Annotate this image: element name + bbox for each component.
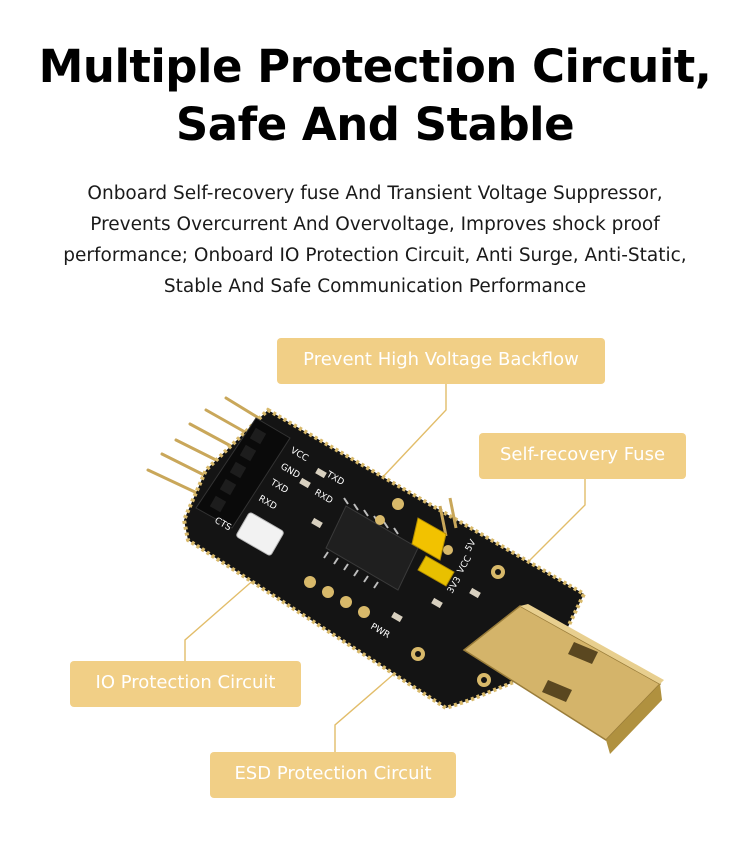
smd-components [299,467,481,623]
leader-backflow [379,384,447,481]
callout-self-recovery-fuse: Self-recovery Fuse [479,433,686,479]
description-line-2: Prevents Overcurrent And Overvoltage, Im… [90,214,660,235]
callout-io-protection: IO Protection Circuit [70,661,301,707]
page-title: Multiple Protection Circuit, Safe And St… [0,38,750,154]
jst-connector [236,512,284,556]
pin-header-block [195,417,291,529]
voltage-jumper [411,497,458,587]
description-line-4: Stable And Safe Communication Performanc… [163,276,587,297]
callout-leader-lines [184,384,586,752]
callout-esd-protection: ESD Protection Circuit [210,752,456,798]
usb-a-plug [462,604,664,754]
description-line-3: performance; Onboard IO Protection Circu… [63,245,687,266]
leader-fuse [524,479,586,566]
callout-prevent-backflow: Prevent High Voltage Backflow [277,338,605,384]
description-line-1: Onboard Self-recovery fuse And Transient… [87,183,663,204]
title-line-2: Safe And Stable [175,98,575,151]
title-line-1: Multiple Protection Circuit, [38,40,712,93]
ic-chip [323,497,419,591]
leader-io [184,569,266,661]
leader-esd [334,659,411,752]
description: Onboard Self-recovery fuse And Transient… [40,178,710,302]
